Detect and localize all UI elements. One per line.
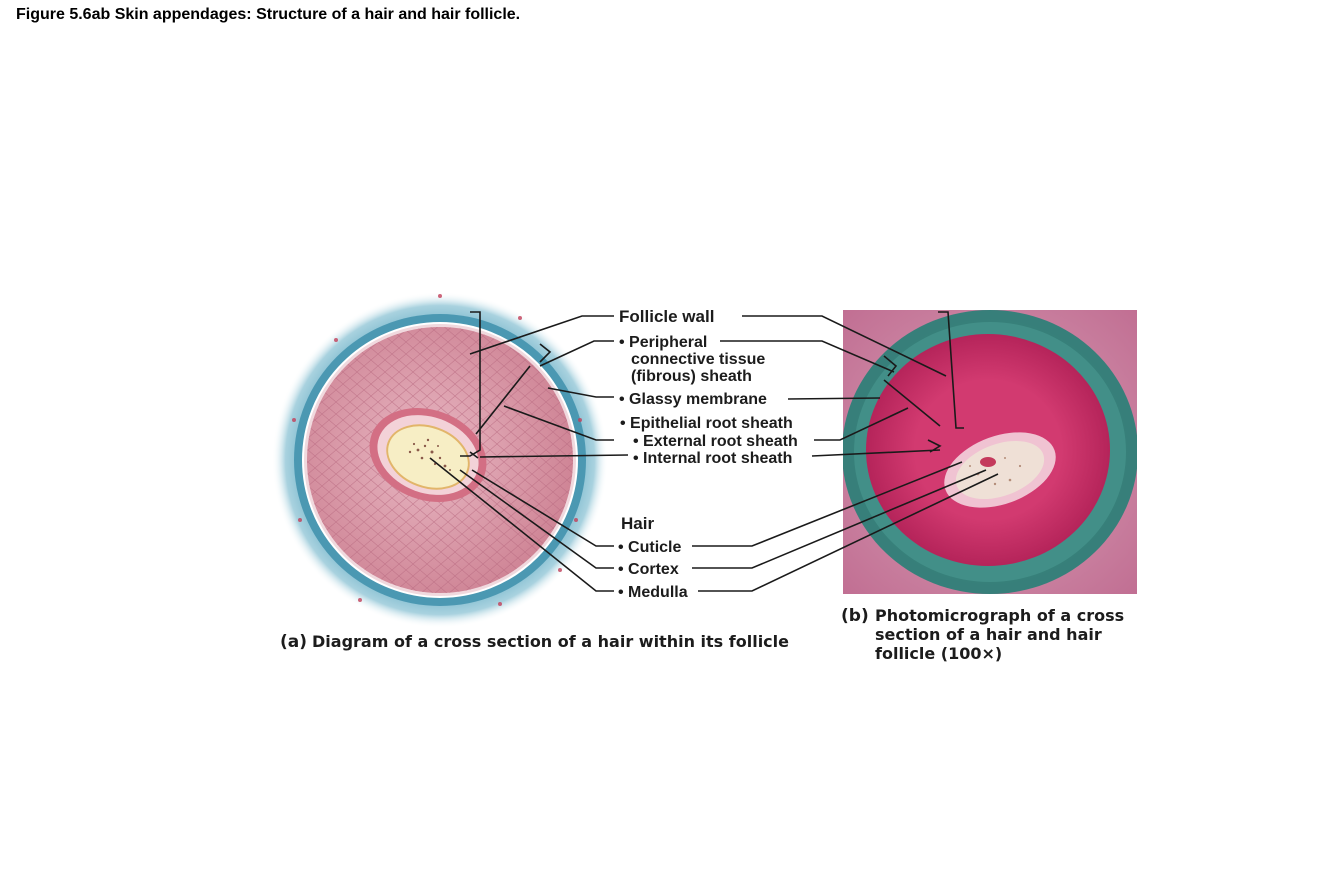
panel-a-letter: (a) <box>280 632 307 652</box>
panel-b-caption-line-3: follicle (100×) <box>875 644 1002 663</box>
captions: (a) Diagram of a cross section of a hair… <box>280 606 1124 663</box>
label-cuticle: • Cuticle <box>618 539 681 556</box>
leader-lines-b <box>692 311 999 592</box>
panel-a-caption: Diagram of a cross section of a hair wit… <box>312 632 789 651</box>
label-follicle-wall: Follicle wall <box>619 307 714 326</box>
label-connective-tissue: connective tissue <box>631 351 765 368</box>
medulla-speckles <box>408 438 451 471</box>
label-fibrous-sheath: (fibrous) sheath <box>631 368 752 385</box>
label-hair: Hair <box>621 514 654 533</box>
panel-b-letter: (b) <box>841 606 869 626</box>
label-epithelial-root-sheath: • Epithelial root sheath <box>620 415 793 432</box>
label-medulla: • Medulla <box>618 584 688 601</box>
label-internal-root-sheath: • Internal root sheath <box>633 450 792 467</box>
blood-vessels <box>292 294 582 606</box>
follicle-photomicrograph <box>843 310 1137 594</box>
figure-title: Figure 5.6ab Skin appendages: Structure … <box>16 6 521 23</box>
leader-lines-a <box>429 311 629 592</box>
photo-medulla <box>980 457 996 467</box>
label-glassy-membrane: • Glassy membrane <box>619 391 767 408</box>
label-external-root-sheath: • External root sheath <box>633 433 798 450</box>
labels: Follicle wall • Peripheral connective ti… <box>618 307 798 601</box>
label-peripheral: • Peripheral <box>619 334 707 351</box>
label-cortex: • Cortex <box>618 561 679 578</box>
follicle-diagram <box>272 292 608 628</box>
panel-b-caption-line-2: section of a hair and hair <box>875 625 1102 644</box>
photo-hair <box>955 440 1045 500</box>
panel-b-caption-line-1: Photomicrograph of a cross <box>875 606 1124 625</box>
